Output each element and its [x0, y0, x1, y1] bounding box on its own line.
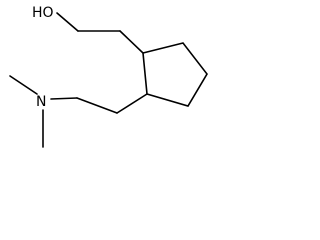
bond-c3-c4 [76, 97, 118, 114]
structure-diagram: HO N [9, 5, 208, 148]
bond-c4-n [50, 97, 78, 100]
bond-c2-ring [119, 30, 144, 54]
nitrogen-label: N [36, 94, 46, 110]
bond-n-methyl-1 [9, 75, 38, 95]
hydroxyl-label: HO [32, 5, 54, 21]
bond-ring-c3 [116, 93, 148, 114]
cyclopentane-ring [142, 42, 208, 107]
bond-o-c1 [56, 12, 79, 32]
